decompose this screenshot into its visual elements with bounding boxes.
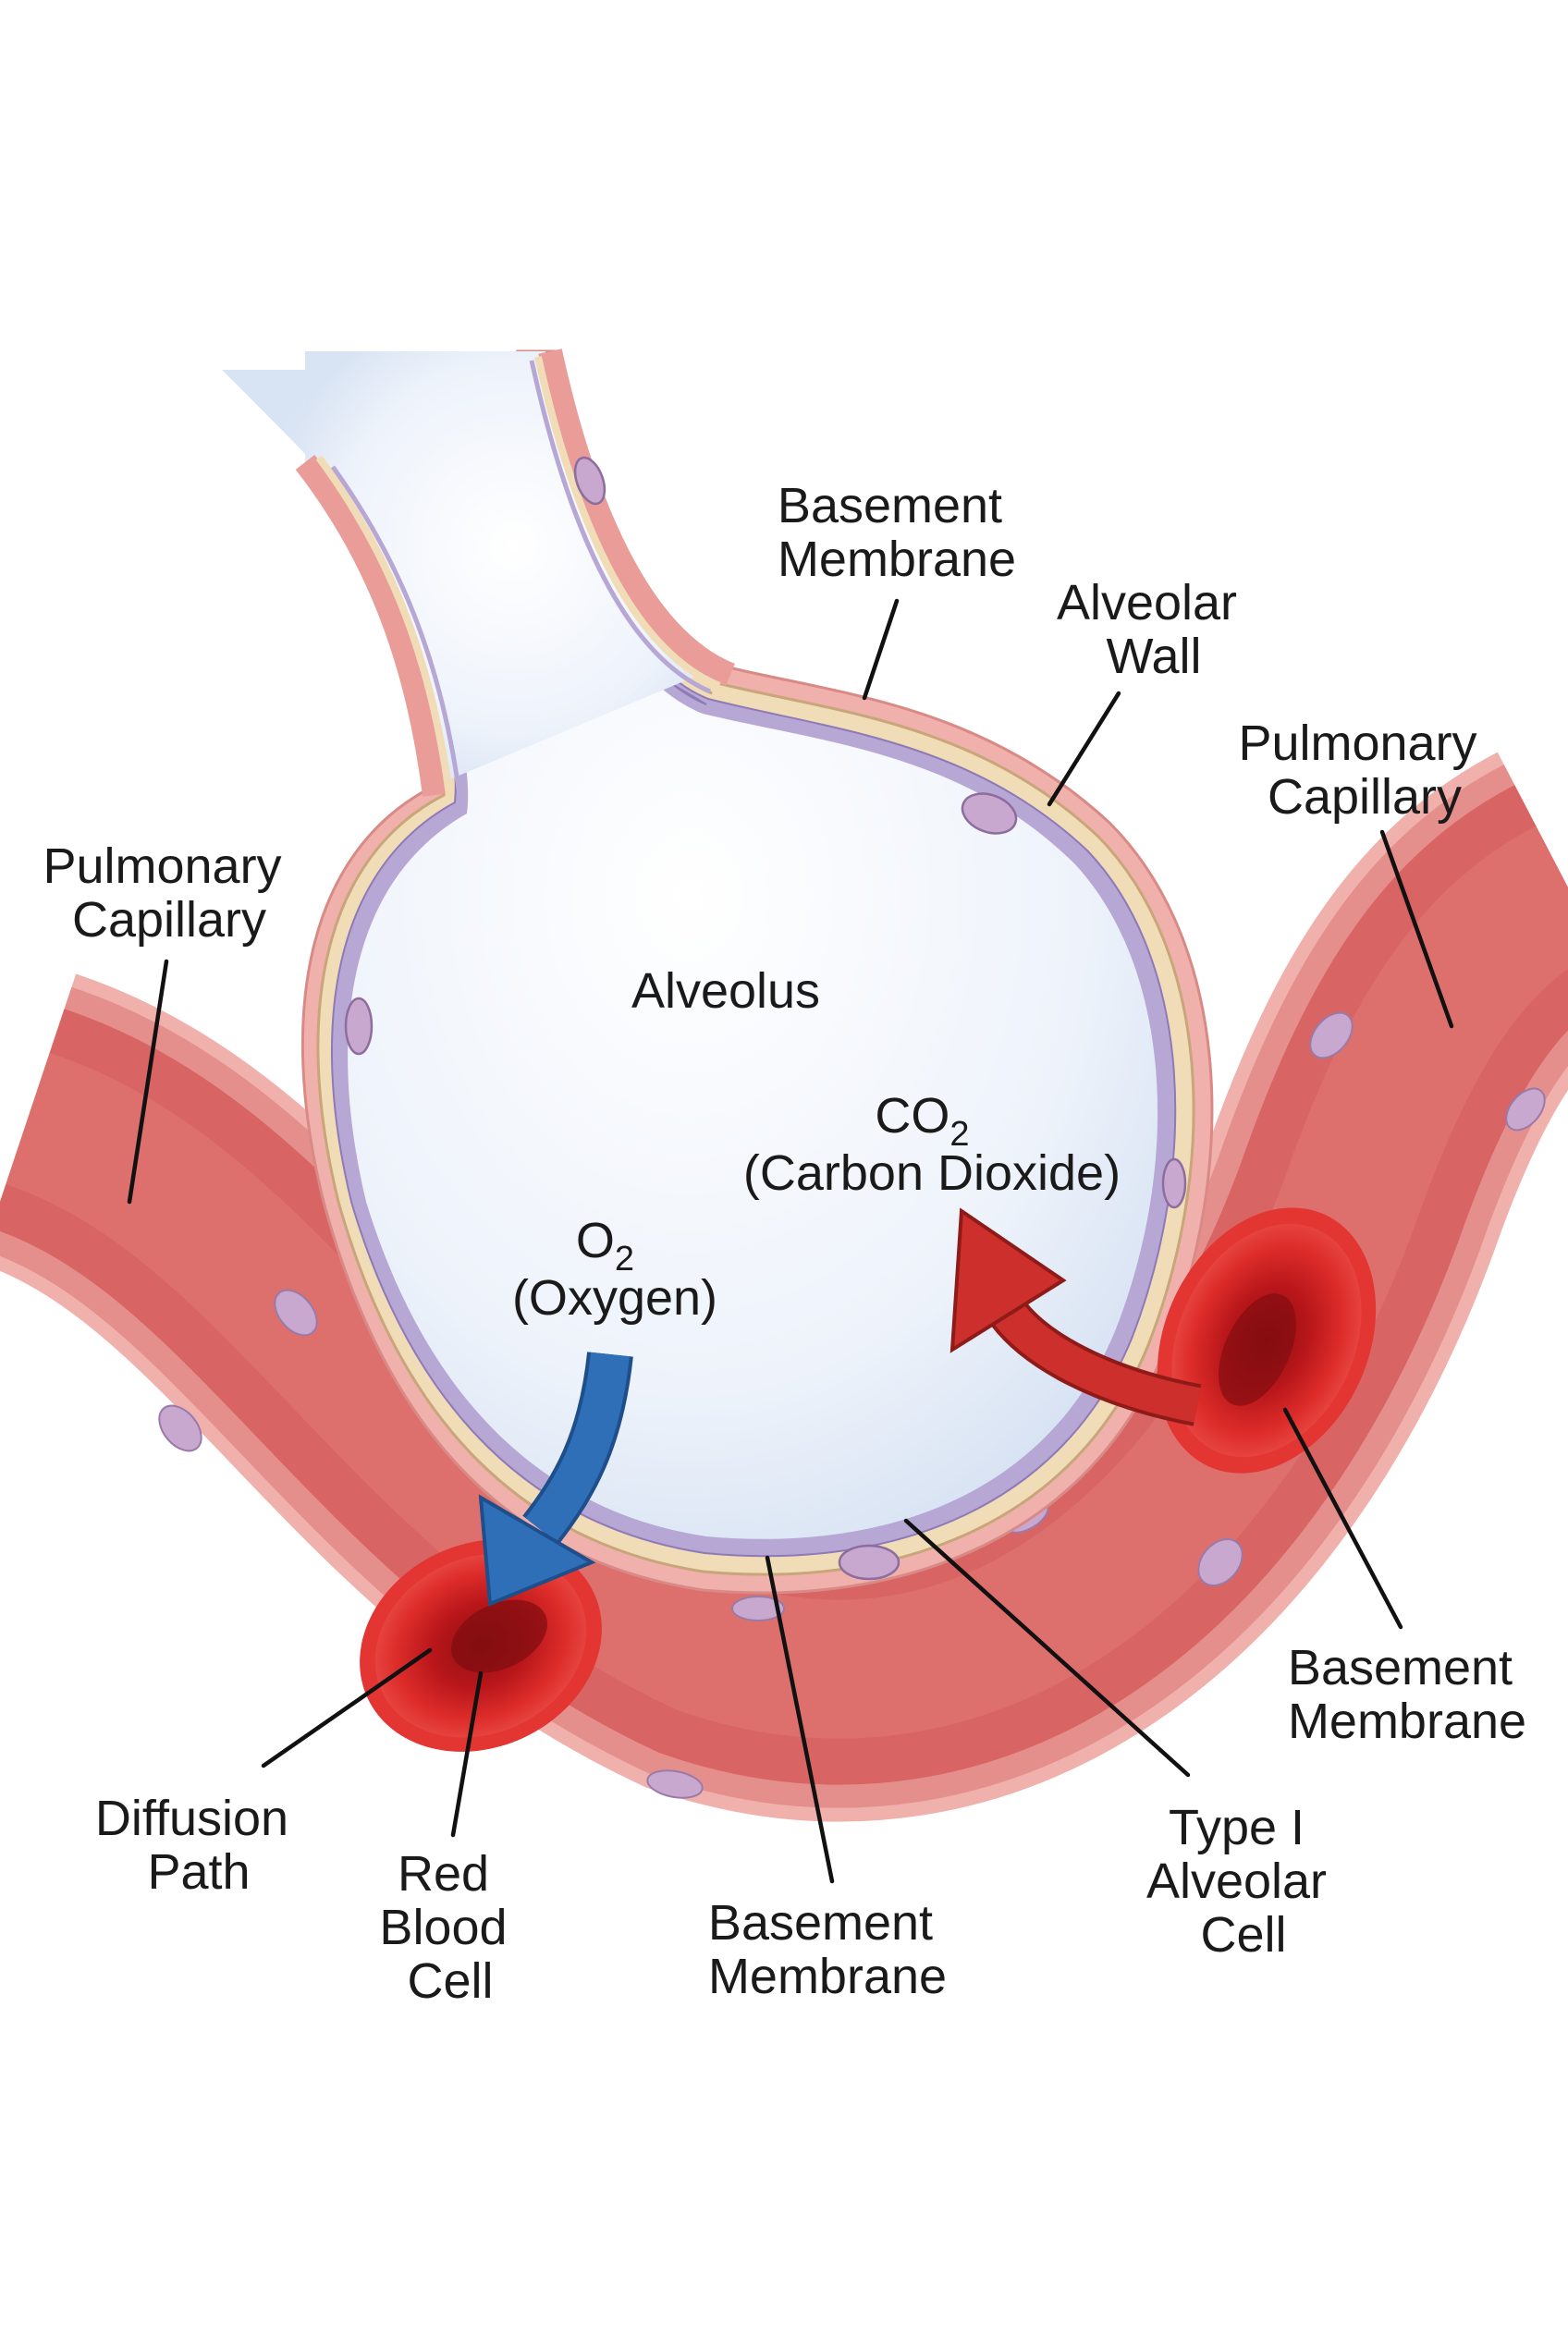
label-basement-membrane-bottom: Basement Membrane <box>708 1895 947 2004</box>
label-type-i-alveolar-cell: Type I Alveolar Cell <box>1146 1800 1341 1963</box>
leader-lines <box>127 598 1454 1884</box>
red-blood-cell-right <box>1157 1207 1377 1474</box>
label-red-blood-cell: Red Blood Cell <box>379 1846 521 2009</box>
label-alveolus: Alveolus <box>631 963 820 1019</box>
red-blood-cell-left <box>360 1539 602 1752</box>
leader-pulmonary-capillary-left <box>127 959 169 1205</box>
label-alveolar-wall: Alveolar Wall <box>1057 575 1251 684</box>
leader-alveolar-wall <box>1047 691 1121 807</box>
alveolar-cell-nuclei <box>344 456 1187 1581</box>
alveolar-duct-wall-left <box>295 455 447 797</box>
leader-pulmonary-capillary-right <box>1379 829 1454 1029</box>
alveolar-duct-wall-right <box>538 349 736 687</box>
endothelial-nuclei <box>158 1011 1546 1799</box>
alveolus-structure <box>222 349 1214 1595</box>
o2-diffusion-arrow <box>478 1352 633 1607</box>
alveolar-duct <box>305 351 721 786</box>
leader-red-blood-cell <box>450 1670 484 1838</box>
leader-basement-membrane-bottom <box>765 1555 835 1884</box>
label-pulmonary-capillary-right: Pulmonary Capillary <box>1238 716 1490 825</box>
leader-basement-membrane-right <box>1282 1407 1403 1630</box>
label-basement-membrane-top: Basement Membrane <box>778 478 1016 587</box>
label-basement-membrane-right: Basement Membrane <box>1288 1640 1526 1749</box>
labels: Basement Membrane Alveolar Wall Pulmonar… <box>43 478 1526 2009</box>
alveolar-duct-wall-right-inner <box>534 356 721 690</box>
leader-type-i-alveolar-cell <box>903 1518 1191 1778</box>
alveolar-duct-wall-left-inner <box>315 455 453 796</box>
pulmonary-capillary-vessel <box>0 752 1568 1822</box>
label-co2: CO2 (Carbon Dioxide) <box>743 1088 1121 1201</box>
co2-diffusion-arrow <box>949 1207 1202 1426</box>
label-pulmonary-capillary-left: Pulmonary Capillary <box>43 838 295 948</box>
label-o2: O2 (Oxygen) <box>512 1213 717 1326</box>
leader-basement-membrane-top <box>862 598 900 701</box>
label-diffusion-path: Diffusion Path <box>95 1791 302 1900</box>
leader-diffusion-path <box>261 1647 433 1768</box>
